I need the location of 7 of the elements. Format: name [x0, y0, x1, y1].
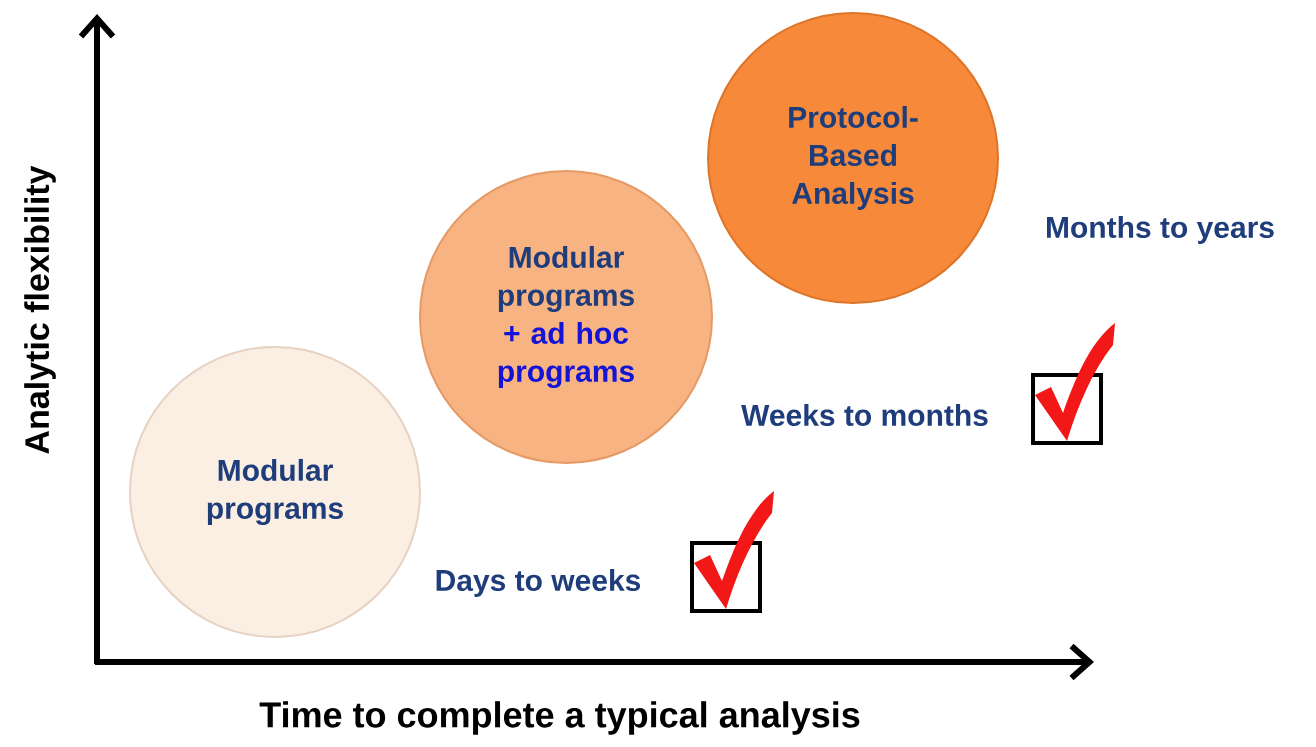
time-label: Weeks to months [741, 404, 988, 426]
axis-label: Analytic flexibility [24, 165, 56, 454]
circle-node: Modular programs + ad hoc programs [419, 170, 713, 464]
axis-label: Time to complete a typical analysis [259, 701, 860, 735]
time-label: Months to years [1047, 216, 1274, 244]
circle-node: Modular programs [129, 346, 421, 638]
circle-node: Protocol-Based Analysis [707, 12, 999, 304]
